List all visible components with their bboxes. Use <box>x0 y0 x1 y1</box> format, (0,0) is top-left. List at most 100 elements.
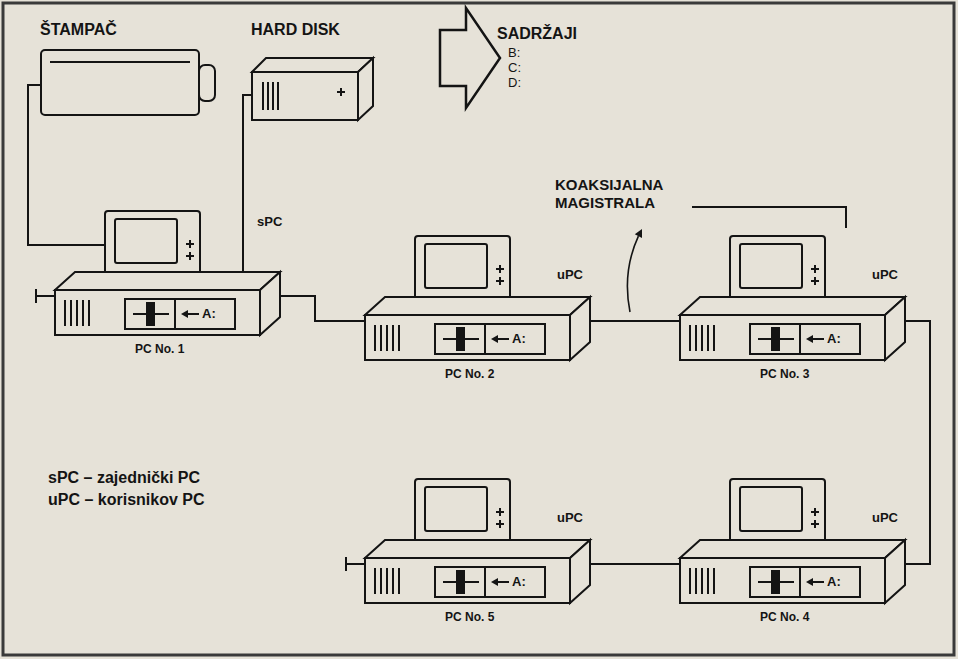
device-label: HARD DISK <box>251 20 340 39</box>
drive-bay <box>435 567 545 597</box>
drive-arrow-head <box>806 335 813 343</box>
case-front <box>365 558 570 603</box>
coax-cable <box>243 95 251 210</box>
case-top <box>365 297 590 315</box>
bus-port <box>905 563 910 565</box>
vent-slot <box>76 300 78 326</box>
plus-mark <box>814 277 816 285</box>
bus-port <box>590 320 595 322</box>
bus-port <box>590 563 595 565</box>
bus-port <box>35 295 55 297</box>
station-name: PC No. 1 <box>135 342 184 357</box>
vent-slot <box>695 325 697 351</box>
coax-cable <box>595 320 660 322</box>
station-name: PC No. 2 <box>445 367 494 382</box>
drive-divider <box>484 324 486 354</box>
bus-port <box>280 295 285 297</box>
vent-slot <box>713 568 715 594</box>
case-front <box>55 290 260 335</box>
role-tag: uPC <box>872 267 898 283</box>
drive-label: A: <box>827 331 841 347</box>
disk-port <box>242 210 244 272</box>
bus-port <box>345 320 365 322</box>
block-arrow <box>440 8 500 108</box>
drive-letter: C: <box>508 60 521 75</box>
drive-label: A: <box>202 306 216 322</box>
case-top <box>680 540 905 558</box>
vent-slot <box>392 568 394 594</box>
bus-terminator <box>35 289 37 303</box>
bus-label: KOAKSIJALNA MAGISTRALA <box>555 176 685 212</box>
station-name: PC No. 3 <box>760 367 809 382</box>
coax-cable <box>595 563 660 565</box>
drive-latch <box>771 327 780 351</box>
role-tag: uPC <box>872 510 898 526</box>
vent-slot <box>88 300 90 326</box>
vent-slot <box>386 325 388 351</box>
plus-mark <box>499 277 501 285</box>
role-tag: uPC <box>557 267 583 283</box>
drive-latch <box>456 327 465 351</box>
role-tag: sPC <box>257 214 282 230</box>
printer-port <box>35 244 105 246</box>
vent-slot <box>701 325 703 351</box>
screen <box>740 244 802 288</box>
vent-slot <box>392 325 394 351</box>
pc-station: uPC A: PC No. 3 <box>660 235 910 390</box>
pc-station: sPC A: PC No. 1 <box>35 210 285 365</box>
legend-note: uPC – korisnikov PC <box>48 490 205 509</box>
node-outline <box>660 235 910 390</box>
node-outline <box>345 235 595 390</box>
case-top <box>680 297 905 315</box>
vent-slot <box>82 300 84 326</box>
plus-mark <box>189 252 191 260</box>
legend-note: sPC – zajednički PC <box>48 468 200 487</box>
drive-bay <box>435 324 545 354</box>
case-side <box>885 297 905 360</box>
vent-slot <box>380 568 382 594</box>
callout-heading: SADRŽAJI <box>497 24 577 43</box>
disk-unit: HARD DISK <box>251 20 381 122</box>
station-name: PC No. 5 <box>445 610 494 625</box>
screen <box>740 487 802 531</box>
drive-divider <box>174 299 176 329</box>
vent-slot <box>64 300 66 326</box>
disk-side <box>358 58 373 120</box>
plus-mark <box>814 265 816 273</box>
case-front <box>680 315 885 360</box>
pc-station: uPCA:PC No. 4 <box>660 478 910 633</box>
monitor <box>415 479 510 543</box>
vent-slot <box>398 325 400 351</box>
drive-label: A: <box>512 574 526 590</box>
vent-slot <box>277 82 279 110</box>
frame <box>3 3 954 655</box>
monitor <box>730 236 825 300</box>
plus-mark <box>499 520 501 528</box>
case-top <box>365 540 590 558</box>
case-side <box>570 297 590 360</box>
pc-station: uPC A: PC No. 2 <box>345 235 595 390</box>
drive-arrow-head <box>806 578 813 586</box>
printer-knob <box>199 65 215 101</box>
vent-slot <box>386 568 388 594</box>
vent-slot <box>695 568 697 594</box>
vent-slot <box>272 82 274 110</box>
bus-port <box>660 320 680 322</box>
drive-label: A: <box>512 331 526 347</box>
plus-mark <box>499 265 501 273</box>
leader-arrow <box>627 236 638 312</box>
screen <box>425 244 487 288</box>
drive-divider <box>799 567 801 597</box>
screen <box>115 219 177 263</box>
plus-mark <box>189 240 191 248</box>
vent-slot <box>374 325 376 351</box>
vent-slot <box>713 325 715 351</box>
plus-mark <box>814 520 816 528</box>
bus-port <box>345 563 365 565</box>
drive-latch <box>456 570 465 594</box>
printer-body <box>41 50 199 115</box>
node-outline <box>35 210 285 365</box>
vent-slot <box>689 325 691 351</box>
vent-slot <box>70 300 72 326</box>
